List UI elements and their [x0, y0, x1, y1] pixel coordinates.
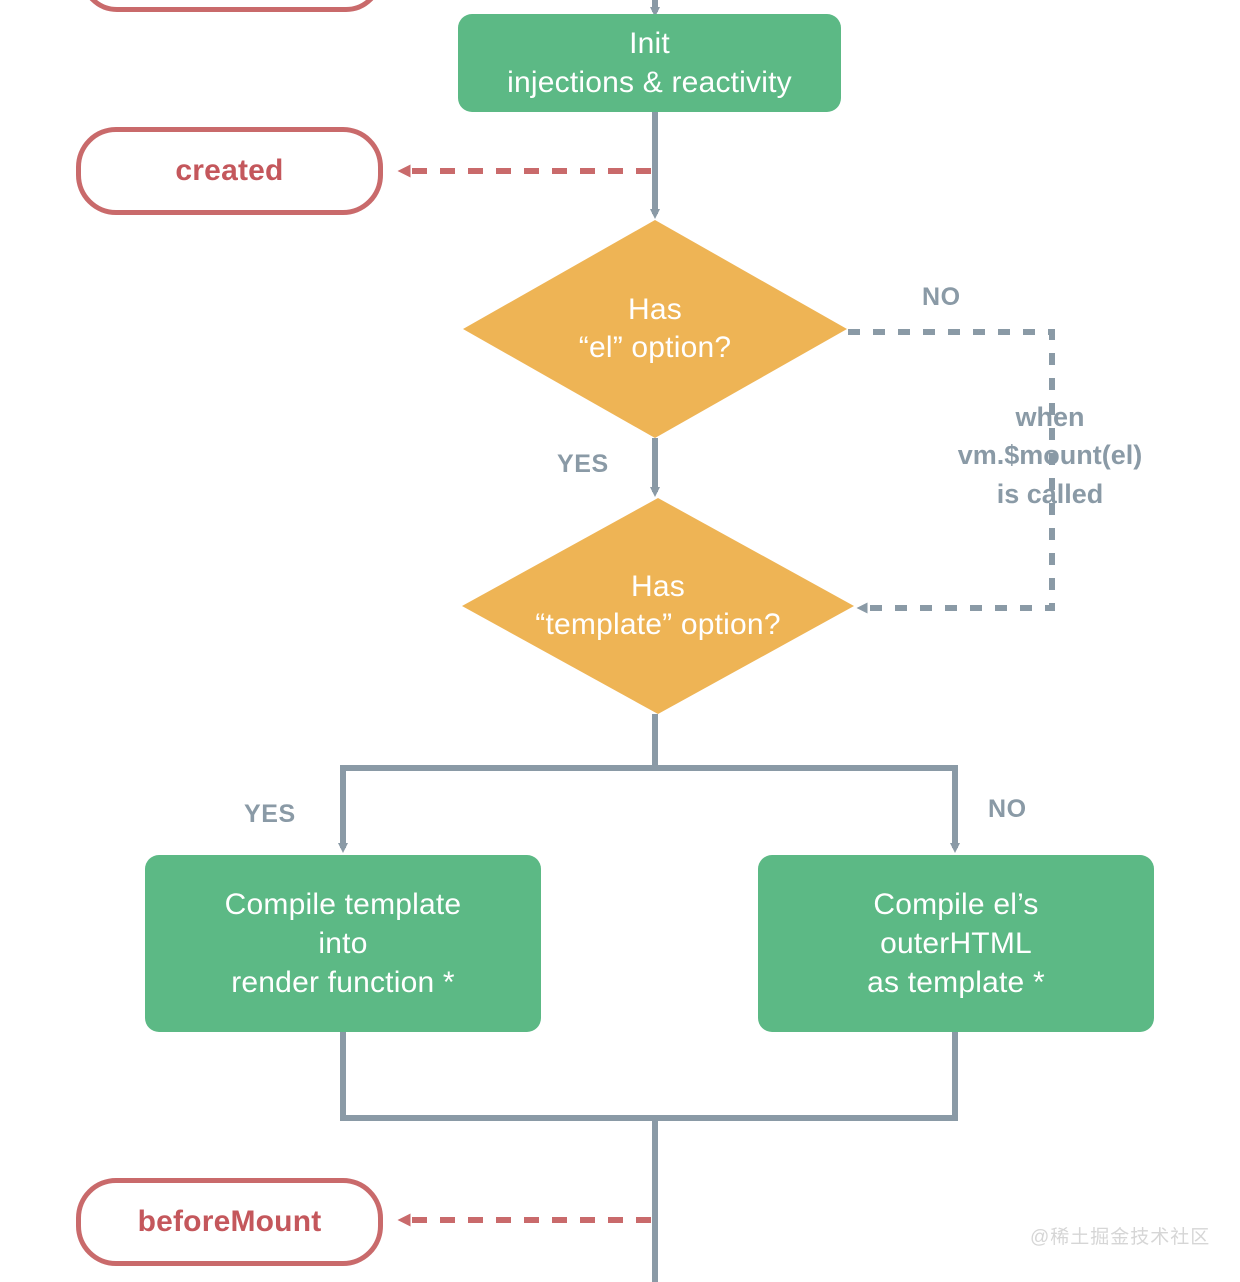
diamond-shape-has-el [463, 220, 847, 438]
decision-diamond-has-template[interactable]: Has “template” option? [462, 498, 854, 714]
hook-label-created: created [175, 154, 284, 187]
compile-template-line-2: into [318, 927, 368, 960]
init-line-2: injections & reactivity [507, 66, 792, 99]
compile-outerhtml-line-3: as template * [867, 966, 1045, 999]
lifecycle-hook-pill-created[interactable]: created [76, 127, 383, 215]
process-box-compile-template-label: Compile template into render function * [215, 885, 472, 1002]
process-box-compile-outerhtml-label: Compile el’s outerHTML as template * [857, 885, 1055, 1002]
process-box-compile-template[interactable]: Compile template into render function * [145, 855, 541, 1032]
decision-diamond-has-el[interactable]: Has “el” option? [463, 220, 847, 438]
compile-outerhtml-line-2: outerHTML [880, 927, 1032, 960]
process-box-compile-outerhtml[interactable]: Compile el’s outerHTML as template * [758, 855, 1154, 1032]
annotation-mount-note: when vm.$mount(el) is called [957, 402, 1143, 509]
process-box-init-injections[interactable]: Init injections & reactivity [458, 14, 841, 112]
edge-template-split [338, 714, 960, 853]
compile-template-line-1: Compile template [224, 888, 462, 921]
diamond-shape-has-template [462, 498, 854, 714]
edge-label-el-yes: YES [557, 450, 609, 478]
init-line-1: Init [629, 27, 670, 60]
compile-template-line-3: render function * [231, 966, 455, 999]
edge-label-el-no: NO [922, 283, 961, 311]
edge-label-template-yes: YES [244, 800, 296, 828]
process-box-init-label: Init injections & reactivity [497, 24, 802, 102]
edge-label-template-no: NO [988, 795, 1027, 823]
lifecycle-hook-pill-before-mount[interactable]: beforeMount [76, 1178, 383, 1266]
hook-label-before-mount: beforeMount [137, 1205, 322, 1238]
edge-merge-to-trunk [340, 1032, 958, 1282]
lifecycle-hook-pill-top-partial[interactable] [80, 0, 383, 12]
edge-el-no-mount-path [848, 329, 1055, 614]
compile-outerhtml-line-1: Compile el’s [873, 888, 1039, 921]
watermark-text: @稀土掘金技术社区 [1030, 1227, 1211, 1248]
